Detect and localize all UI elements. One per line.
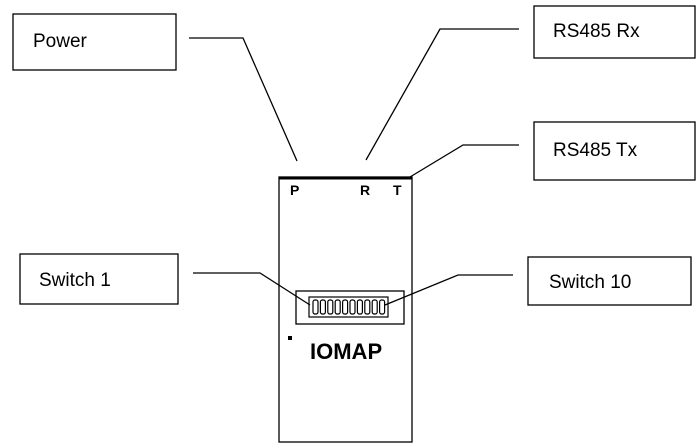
switch-orientation-mark xyxy=(288,336,292,340)
switch-1-leader-line xyxy=(193,272,311,306)
dip-switch-2 xyxy=(319,299,326,315)
rs485-tx-leader-line xyxy=(409,144,519,178)
switch-1-callout-label: Switch 1 xyxy=(39,270,111,291)
dip-switch-3 xyxy=(327,299,334,315)
dip-switch-9 xyxy=(371,299,378,315)
switch-10-leader-line xyxy=(384,274,513,306)
dip-switch-8 xyxy=(364,299,371,315)
dip-switches xyxy=(312,299,386,315)
dip-switch-10 xyxy=(379,299,386,315)
rs485-tx-callout-label: RS485 Tx xyxy=(553,140,638,161)
rs485-rx-callout-label: RS485 Rx xyxy=(553,21,640,42)
dip-switch-5 xyxy=(342,299,349,315)
switch-10-callout-box xyxy=(527,256,692,306)
rs485-rx-callout-box xyxy=(533,5,696,59)
switch-1-callout-box xyxy=(19,253,179,305)
power-callout-label: Power xyxy=(33,31,88,52)
led-label-rx: R xyxy=(360,182,370,198)
module-name: IOMAP xyxy=(310,339,382,364)
led-label-power: P xyxy=(290,182,299,198)
dip-switch-1 xyxy=(312,299,319,315)
dip-switch-7 xyxy=(356,299,363,315)
power-leader-line xyxy=(189,37,298,162)
dip-switch-6 xyxy=(349,299,356,315)
rs485-rx-leader-line xyxy=(365,28,519,161)
led-label-tx: T xyxy=(393,182,402,198)
rs485-tx-callout-box xyxy=(533,121,696,181)
dip-switch-4 xyxy=(334,299,341,315)
power-callout-box xyxy=(12,13,177,71)
switch-10-callout-label: Switch 10 xyxy=(549,272,631,293)
